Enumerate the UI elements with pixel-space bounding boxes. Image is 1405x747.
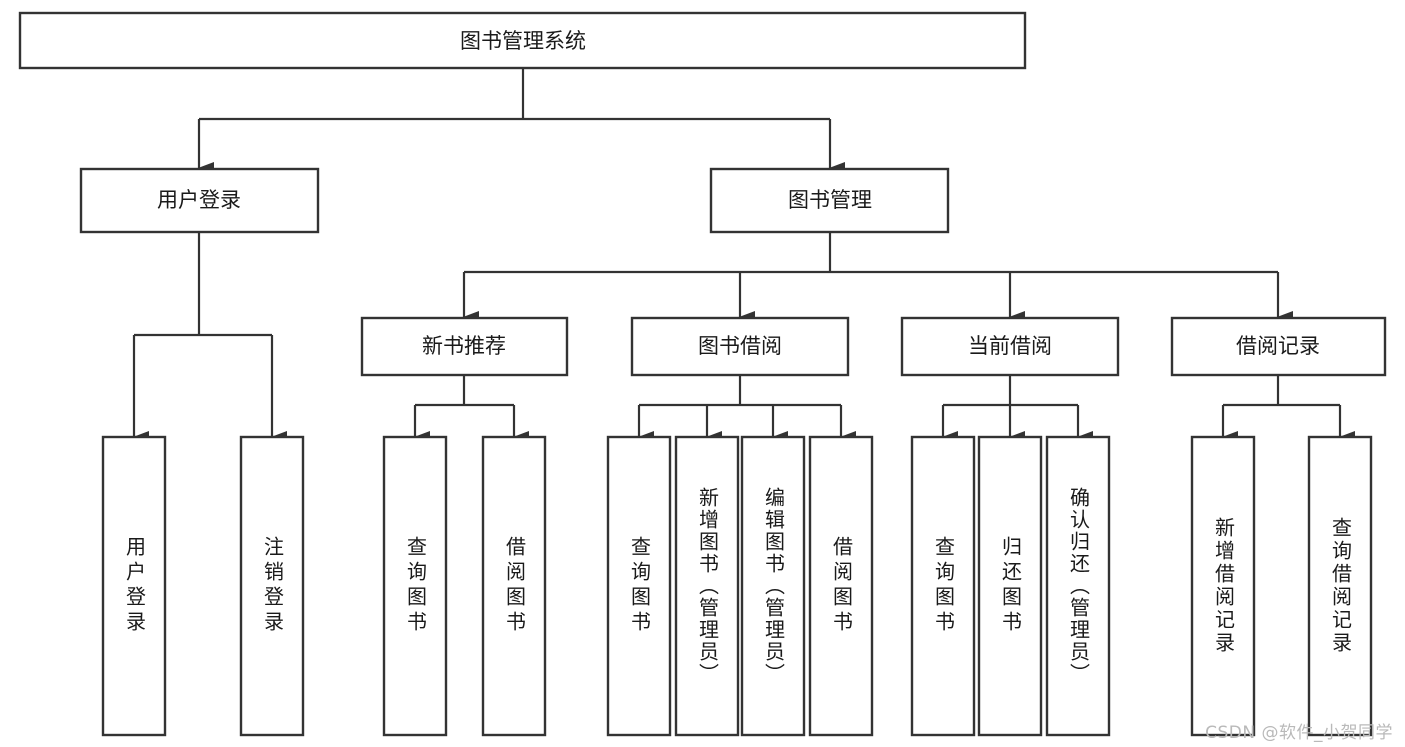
leaf-borrow-record-1-box[interactable] bbox=[1307, 435, 1373, 737]
leaf-user-login-0-box[interactable] bbox=[101, 435, 167, 737]
node-root-box[interactable] bbox=[18, 11, 1027, 70]
leaf-user-login-1-box[interactable] bbox=[239, 435, 305, 737]
leaf-borrow-record-0-box[interactable] bbox=[1190, 435, 1256, 737]
node-root-label: 图书管理系统 bbox=[460, 29, 586, 53]
node-book-borrow-box[interactable] bbox=[630, 316, 850, 377]
node-user-login-box[interactable] bbox=[79, 167, 320, 234]
csdn-watermark: CSDN @软件_小贺同学 bbox=[1205, 723, 1393, 743]
node-current-borrow-label: 当前借阅 bbox=[968, 334, 1052, 358]
node-book-manage-box[interactable] bbox=[709, 167, 950, 234]
node-new-book-recommend-label: 新书推荐 bbox=[422, 334, 506, 358]
leaf-new-book-1-box[interactable] bbox=[481, 435, 547, 737]
node-current-borrow-box[interactable] bbox=[900, 316, 1120, 377]
node-user-login-label: 用户登录 bbox=[157, 188, 241, 212]
connector-layer bbox=[132, 68, 1355, 443]
leaf-new-book-0-box[interactable] bbox=[382, 435, 448, 737]
node-borrow-record-label: 借阅记录 bbox=[1236, 334, 1320, 358]
node-book-manage-label: 图书管理 bbox=[788, 188, 872, 212]
leaf-current-borrow-0-box[interactable] bbox=[910, 435, 976, 737]
node-new-book-recommend-box[interactable] bbox=[360, 316, 569, 377]
node-layer: 图书管理系统 用户登录 图书管理 新书推荐 图书借阅 当前借阅 借阅记录 bbox=[18, 11, 1387, 737]
leaf-book-borrow-0-box[interactable] bbox=[606, 435, 672, 737]
leaf-book-borrow-2-box[interactable] bbox=[740, 435, 806, 737]
node-borrow-record-box[interactable] bbox=[1170, 316, 1387, 377]
leaf-book-borrow-3-box[interactable] bbox=[808, 435, 874, 737]
leaf-current-borrow-1-box[interactable] bbox=[977, 435, 1043, 737]
leaf-book-borrow-1-box[interactable] bbox=[674, 435, 740, 737]
node-book-borrow-label: 图书借阅 bbox=[698, 334, 782, 358]
leaf-current-borrow-2-box[interactable] bbox=[1045, 435, 1111, 737]
